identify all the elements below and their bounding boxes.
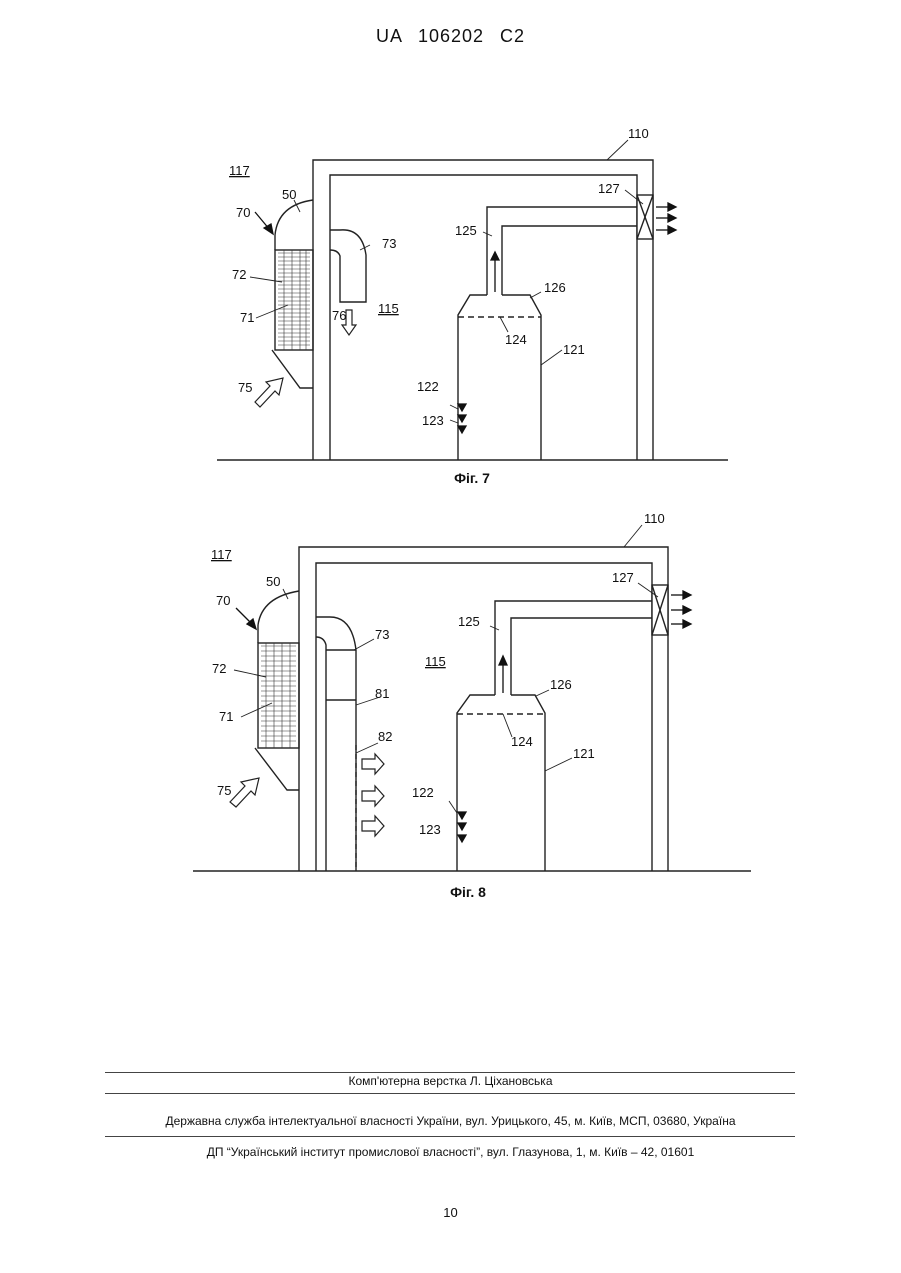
label-127: 127 [598, 181, 620, 196]
label-123: 123 [419, 822, 441, 837]
footer-rule-bottom [105, 1136, 795, 1137]
label-127: 127 [612, 570, 634, 585]
page-number: 10 [0, 1205, 901, 1220]
label-126: 126 [550, 677, 572, 692]
label-126: 126 [544, 280, 566, 295]
label-50: 50 [282, 187, 296, 202]
patent-number-header: UA 106202 C2 [0, 26, 901, 47]
label-75: 75 [238, 380, 252, 395]
figure-8-caption: Фіг. 8 [450, 884, 486, 900]
label-70: 70 [216, 593, 230, 608]
footer-institute: ДП “Український інститут промислової вла… [0, 1145, 901, 1159]
label-124: 124 [505, 332, 527, 347]
label-124: 124 [511, 734, 533, 749]
label-76: 76 [332, 308, 346, 323]
label-110: 110 [644, 511, 665, 526]
figure-7-drawing: 110 117 50 70 73 72 71 76 115 127 125 12… [0, 120, 901, 495]
label-115: 115 [425, 654, 446, 669]
label-73: 73 [375, 627, 389, 642]
footer-rule-middle [105, 1093, 795, 1094]
label-71: 71 [240, 310, 254, 325]
label-125: 125 [458, 614, 480, 629]
footer-typesetting: Комп'ютерна верстка Л. Ціхановська [0, 1074, 901, 1088]
label-125: 125 [455, 223, 477, 238]
label-117: 117 [211, 547, 232, 562]
label-121: 121 [573, 746, 595, 761]
label-72: 72 [232, 267, 246, 282]
label-71: 71 [219, 709, 233, 724]
figure-7-caption: Фіг. 7 [454, 470, 490, 486]
label-81: 81 [375, 686, 389, 701]
label-82: 82 [378, 729, 392, 744]
label-70: 70 [236, 205, 250, 220]
figure-8-drawing: 110 117 50 70 73 72 71 81 82 115 127 125… [0, 505, 901, 905]
label-115: 115 [378, 301, 399, 316]
footer-rule-top [105, 1072, 795, 1073]
label-122: 122 [417, 379, 439, 394]
label-117: 117 [229, 163, 250, 178]
label-50: 50 [266, 574, 280, 589]
label-121: 121 [563, 342, 585, 357]
footer-agency: Державна служба інтелектуальної власност… [0, 1114, 901, 1128]
label-123: 123 [422, 413, 444, 428]
label-72: 72 [212, 661, 226, 676]
label-122: 122 [412, 785, 434, 800]
label-73: 73 [382, 236, 396, 251]
label-110: 110 [628, 126, 649, 141]
label-75: 75 [217, 783, 231, 798]
